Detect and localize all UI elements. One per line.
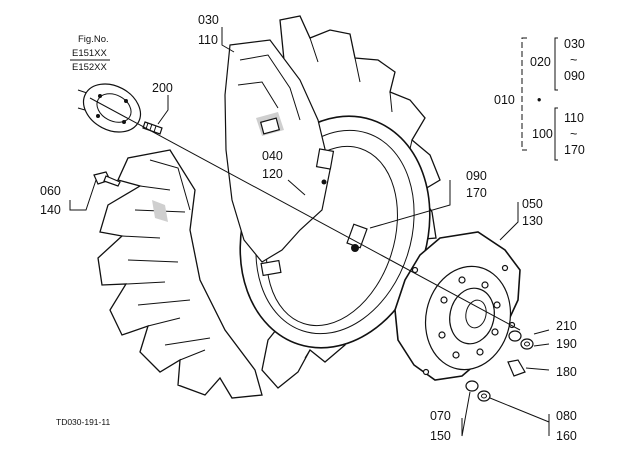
callout-210[interactable]: 210 (556, 319, 577, 333)
svg-text:120: 120 (262, 167, 283, 181)
callout-200[interactable]: 200 (152, 81, 173, 95)
group2-tilde: ~ (570, 127, 577, 141)
nuts-washers (465, 330, 534, 402)
svg-text:110: 110 (198, 33, 218, 47)
fig-number-2: E152XX (72, 62, 108, 73)
callout-050-130[interactable]: 050 130 (522, 197, 543, 228)
group1-from[interactable]: 030 (564, 37, 585, 51)
svg-text:090: 090 (466, 169, 487, 183)
group2-to[interactable]: 170 (564, 143, 585, 157)
svg-text:070: 070 (430, 409, 451, 423)
svg-text:180: 180 (556, 365, 577, 379)
group2-code[interactable]: 100 (532, 127, 553, 141)
fig-number-1: E151XX (72, 48, 108, 59)
svg-text:160: 160 (556, 429, 577, 443)
axle-line (89, 97, 521, 331)
group2-from[interactable]: 110 (564, 111, 584, 125)
svg-text:060: 060 (40, 184, 61, 198)
callout-090-170[interactable]: 090 170 (466, 169, 487, 200)
svg-text:030: 030 (198, 13, 219, 27)
svg-text:050: 050 (522, 197, 543, 211)
drawing-id: TD030-191-11 (56, 417, 110, 427)
axle-flange (77, 83, 142, 133)
callout-180[interactable]: 180 (556, 365, 577, 379)
svg-text:130: 130 (522, 214, 543, 228)
callout-190[interactable]: 190 (556, 337, 577, 351)
bolt (93, 171, 121, 187)
svg-text:190: 190 (556, 337, 577, 351)
svg-text:210: 210 (556, 319, 577, 333)
part-hierarchy: 010 • 020 030 ~ 090 100 110 ~ 170 (494, 37, 585, 161)
hierarchy-dot: • (537, 93, 541, 107)
callout-070-150[interactable]: 070 150 (430, 409, 451, 443)
fig-title: Fig.No. (78, 34, 109, 45)
group1-tilde: ~ (570, 53, 577, 67)
hub-plate (394, 231, 521, 381)
group1-code[interactable]: 020 (530, 55, 551, 69)
callout-030-110[interactable]: 030 110 (198, 13, 219, 47)
callout-040-120[interactable]: 040 120 (262, 149, 283, 181)
svg-text:040: 040 (262, 149, 283, 163)
tire-tread-left (97, 149, 263, 399)
hierarchy-root[interactable]: 010 (494, 93, 515, 107)
svg-text:150: 150 (430, 429, 451, 443)
rim-clips (259, 117, 368, 277)
callout-060-140[interactable]: 060 140 (40, 184, 61, 217)
group1-to[interactable]: 090 (564, 69, 585, 83)
leader-lines (69, 27, 550, 437)
svg-text:140: 140 (40, 203, 61, 217)
hub-bolt-holes (411, 264, 516, 376)
fig-reference: Fig.No. E151XX E152XX (70, 34, 110, 73)
callout-080-160[interactable]: 080 160 (556, 409, 577, 443)
svg-text:080: 080 (556, 409, 577, 423)
svg-text:170: 170 (466, 186, 487, 200)
svg-text:200: 200 (152, 81, 173, 95)
